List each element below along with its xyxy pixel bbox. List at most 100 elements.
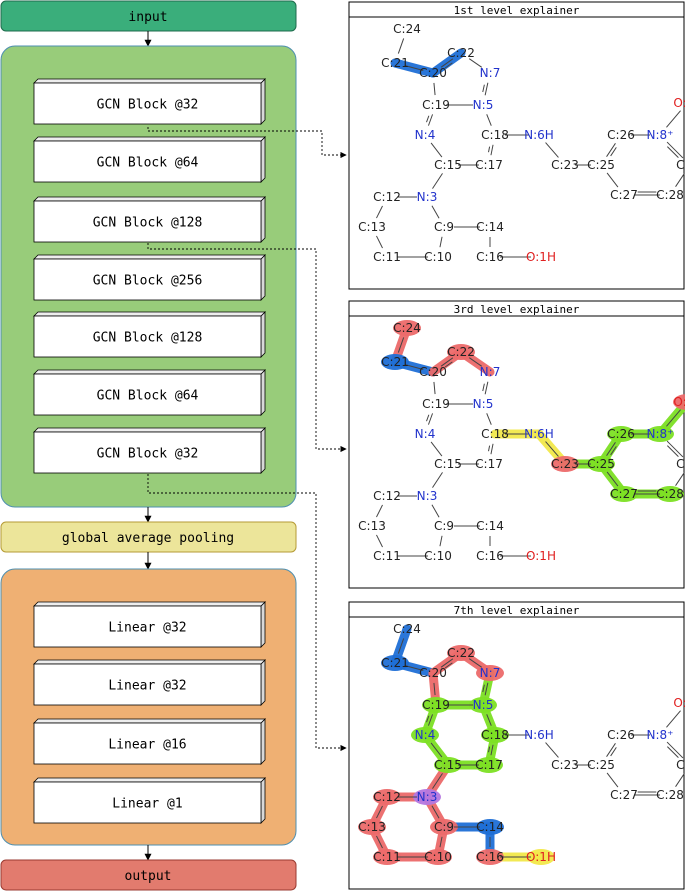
gcn-block-label: GCN Block @64: [97, 156, 199, 171]
bond-double: [610, 747, 617, 757]
atom-label: C:16: [476, 549, 504, 563]
highlight-atom: [411, 727, 439, 743]
bond: [666, 710, 681, 728]
highlight-atom: [673, 394, 685, 410]
atom-label: C:18: [481, 128, 509, 142]
atom-label: O:1H: [526, 549, 556, 563]
atom-label: N:6H: [524, 728, 554, 742]
bond: [397, 638, 405, 654]
atom-label: C:14: [476, 820, 504, 834]
bond-double: [444, 62, 453, 69]
atom-label: C:22: [447, 345, 475, 359]
atom-label: N:7: [480, 666, 501, 680]
atom-label: C:13: [358, 820, 386, 834]
bond-double: [426, 414, 430, 422]
atom-label: O:1H: [526, 250, 556, 264]
atom-label: C:26: [607, 128, 635, 142]
atom-label: C:16: [476, 850, 504, 864]
bond: [666, 141, 684, 159]
bond-double: [482, 84, 485, 93]
bond: [430, 742, 443, 758]
bond: [432, 173, 443, 189]
atom-label: O:1H: [526, 850, 556, 864]
atom-label: N:5: [473, 698, 494, 712]
gcn-block-label: GCN Block @64: [97, 389, 199, 404]
bond-double: [488, 746, 491, 753]
bond: [675, 472, 685, 486]
highlight-atom: [481, 727, 509, 743]
highlight-atom: [393, 320, 421, 336]
bond: [376, 504, 383, 518]
atom-label: O:2⁻: [673, 696, 685, 710]
atom-label: N:5: [473, 98, 494, 112]
linear-block-3: Linear @16: [33, 718, 266, 765]
atom-label: N:8⁺: [647, 427, 674, 441]
highlight-atom: [447, 645, 475, 661]
bond-double: [444, 361, 453, 368]
highlight-atom: [430, 819, 458, 835]
atom-label: C:14: [476, 220, 504, 234]
bond-double: [488, 146, 491, 153]
bond: [376, 235, 383, 249]
atom-label: N:4: [415, 427, 436, 441]
atom-label: C:15: [434, 758, 462, 772]
atom-label: N:7: [480, 66, 501, 80]
atom-label: C:13: [358, 220, 386, 234]
bond: [439, 836, 443, 848]
linear-block-1: Linear @32: [33, 601, 266, 648]
pooling-node: global average pooling: [0, 521, 297, 553]
bond-double: [426, 715, 430, 723]
atom-label: C:19: [422, 98, 450, 112]
bond: [606, 442, 616, 456]
gcn-block-2: GCN Block @64: [33, 136, 266, 183]
atom-label: C:23: [551, 457, 579, 471]
bond: [376, 805, 383, 819]
connector-block1-to-explainer1: [147, 127, 347, 159]
bond-double: [666, 445, 679, 458]
bond: [397, 337, 405, 353]
atom-label: N:3: [417, 489, 438, 503]
atom-label: C:28: [656, 487, 684, 501]
atom-label: C:19: [422, 397, 450, 411]
atom-label: N:4: [415, 728, 436, 742]
atom-label: C:10: [424, 850, 452, 864]
bond: [397, 38, 405, 54]
bond-double: [488, 445, 491, 452]
bond: [440, 357, 454, 367]
atom-label: C:15: [434, 158, 462, 172]
atom-label: C:13: [358, 519, 386, 533]
highlight-atom: [447, 344, 475, 360]
atom-label: C:11: [373, 850, 401, 864]
input-node: input: [0, 0, 297, 32]
connector-block3-to-explainer2: [147, 243, 347, 453]
bond: [376, 534, 383, 548]
atom-label: N:8⁺: [647, 728, 674, 742]
explainer-panel-1: 1st level explainerC:24C:21C:20C:22N:7C:…: [348, 1, 685, 290]
atom-label: C:18: [481, 728, 509, 742]
bond-double: [666, 146, 679, 159]
highlight-atom: [587, 456, 615, 472]
highlight-atom: [610, 486, 638, 502]
atom-label: C:14: [476, 519, 504, 533]
bond: [606, 772, 619, 788]
bond: [430, 142, 443, 158]
bond: [606, 743, 616, 757]
atom-label: C:11: [373, 549, 401, 563]
bond: [468, 658, 483, 668]
explainer-title: 3rd level explainer: [454, 303, 580, 316]
bond: [486, 413, 492, 425]
atom-label: C:11: [373, 250, 401, 264]
bond: [440, 658, 454, 668]
atom-label: C:26: [607, 427, 635, 441]
highlight-atom: [476, 849, 504, 865]
atom-label: C:17: [475, 457, 503, 471]
gcn-block-label: GCN Block @32: [97, 447, 199, 462]
bond: [484, 682, 489, 696]
atom-label: C:29: [676, 457, 685, 471]
atom-label: C:23: [551, 758, 579, 772]
highlight-atom: [373, 849, 401, 865]
atom-label: C:25: [587, 758, 615, 772]
highlight-atom: [646, 426, 674, 442]
bond: [484, 381, 489, 395]
